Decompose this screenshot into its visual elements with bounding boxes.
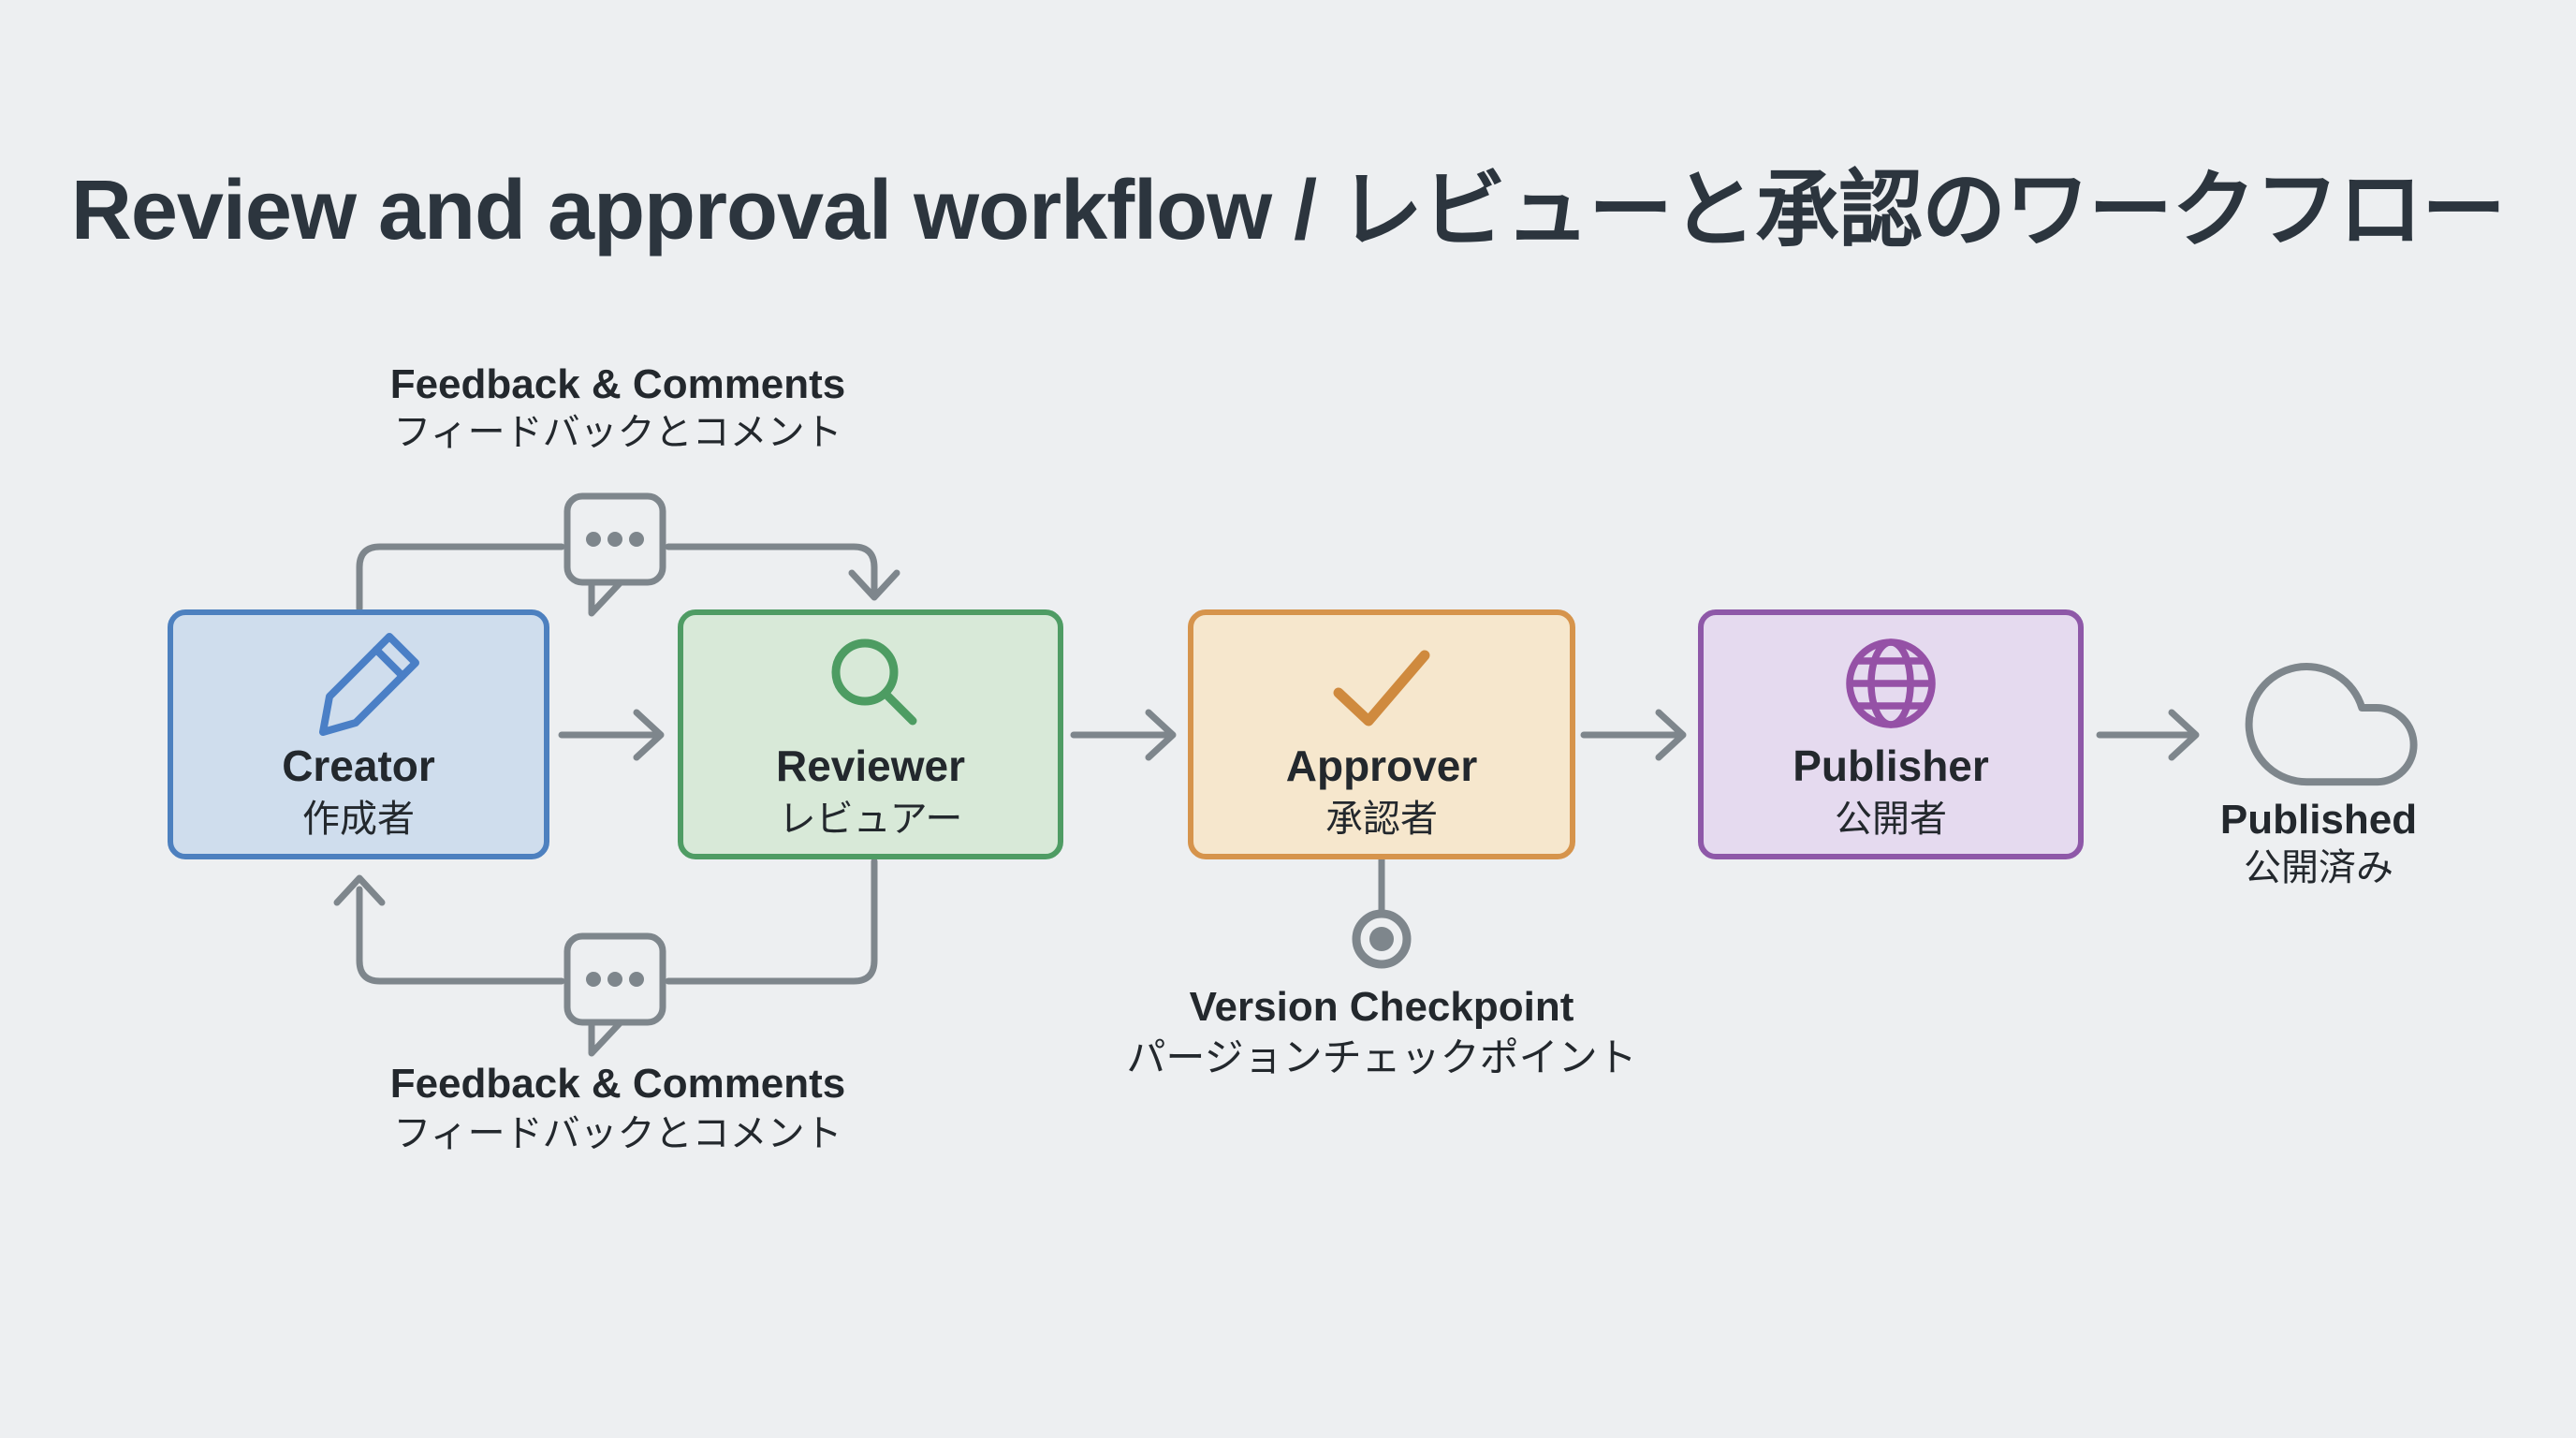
version-checkpoint-label: Version Checkpoint: [1190, 984, 1574, 1030]
checkmark-icon: [1333, 650, 1430, 726]
magnifier-icon: [831, 638, 917, 726]
version-checkpoint-line: [1352, 856, 1412, 969]
node-publisher: [1698, 609, 2084, 859]
feedback-bottom-label-ja: フィードバックとコメント: [393, 1113, 842, 1154]
checkpoint-dot: [1369, 927, 1394, 951]
node-approver-box: [1188, 609, 1575, 859]
speech-bubble-top-icon: [564, 492, 666, 617]
feedback-bottom-label: Feedback & Comments: [390, 1061, 846, 1107]
arrow-approver-to-publisher: [1580, 709, 1687, 761]
globe-icon: [1846, 638, 1936, 728]
node-creator: [168, 609, 549, 859]
cloud-icon: [2245, 663, 2418, 786]
connectors: [333, 492, 2418, 1057]
bubble-dot: [629, 532, 644, 547]
arrow-reviewer-to-approver: [1070, 709, 1177, 761]
pencil-icon: [319, 633, 419, 736]
node-approver-label: Approver: [1286, 741, 1478, 790]
feedback-loop-bottom-line: [333, 858, 878, 985]
diagram-title: Review and approval workflow / レビューと承認のワ…: [71, 164, 2505, 257]
bubble-dot: [629, 972, 644, 987]
connector-fill-details: [586, 532, 1394, 987]
checkpoint-marker-icon: [1352, 909, 1412, 969]
node-publisher-label: Publisher: [1793, 741, 1989, 790]
node-creator-box: [168, 609, 549, 859]
node-reviewer: [678, 609, 1063, 859]
node-creator-label-ja: 作成者: [302, 799, 415, 840]
node-reviewer-label-ja: レビュアー: [779, 799, 963, 840]
node-approver-label-ja: 承認者: [1325, 799, 1438, 840]
published-label: Published: [2220, 797, 2417, 843]
published-label-ja: 公開済み: [2244, 847, 2393, 888]
bubble-dot: [586, 972, 601, 987]
node-approver: [1188, 609, 1575, 859]
speech-bubble-bottom-icon: [564, 932, 666, 1057]
feedback-top-label-ja: フィードバックとコメント: [393, 412, 842, 453]
arrow-creator-to-reviewer: [558, 709, 665, 761]
node-reviewer-box: [678, 609, 1063, 859]
node-creator-label: Creator: [282, 741, 435, 790]
bubble-dot: [607, 972, 622, 987]
feedback-top-label: Feedback & Comments: [390, 361, 846, 407]
bubble-dot: [607, 532, 622, 547]
arrow-publisher-to-published: [2096, 709, 2200, 761]
node-reviewer-label: Reviewer: [776, 741, 965, 790]
version-checkpoint-label-ja: パージョンチェックポイント: [1126, 1035, 1636, 1079]
feedback-loop-top-line: [356, 543, 900, 612]
node-publisher-label-ja: 公開者: [1835, 799, 1947, 840]
node-publisher-box: [1698, 609, 2084, 859]
bubble-dot: [586, 532, 601, 547]
